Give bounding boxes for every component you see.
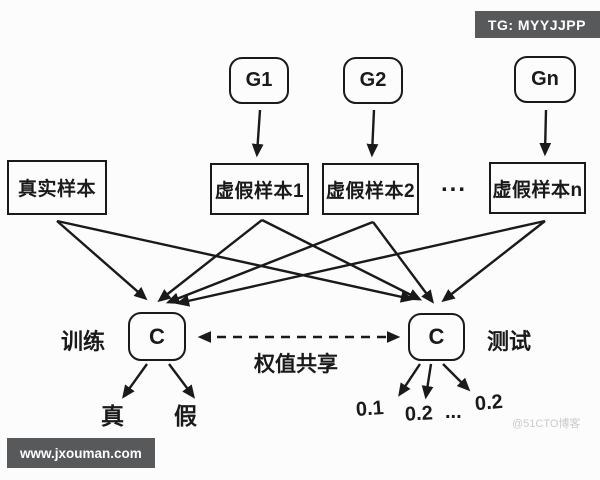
output-score-ellipsis: ... bbox=[445, 401, 462, 423]
edge-real-testc bbox=[56, 219, 415, 303]
classifier-train-box: C bbox=[128, 312, 186, 361]
real-sample-box: 真实样本 bbox=[7, 160, 107, 215]
edge-real-trainc bbox=[56, 220, 148, 301]
edge-fake2-testc bbox=[372, 221, 435, 304]
sample-ellipsis: ... bbox=[441, 170, 468, 197]
classifier-test-box: C bbox=[408, 313, 465, 361]
tg-badge: TG: MYYJJPP bbox=[474, 11, 600, 38]
output-true: 真 bbox=[101, 403, 124, 429]
edge-fake2-trainc bbox=[165, 220, 374, 304]
output-false: 假 bbox=[174, 403, 197, 429]
edge-g1-fake1 bbox=[251, 109, 264, 158]
edge-faken-trainc bbox=[175, 219, 546, 307]
edge-gn-faken bbox=[539, 109, 552, 157]
edge-trainc-false bbox=[168, 363, 196, 399]
output-score-1: 0.1 bbox=[355, 397, 385, 421]
test-label: 测试 bbox=[487, 329, 532, 354]
edge-testc-out1 bbox=[398, 363, 421, 397]
generator-box-g2: G2 bbox=[343, 57, 403, 104]
output-score-2: 0.2 bbox=[404, 402, 434, 426]
edge-testc-outn bbox=[442, 363, 471, 392]
fake-sample-1-box: 虚假样本1 bbox=[210, 163, 309, 215]
edge-faken-testc bbox=[441, 220, 546, 303]
train-label: 训练 bbox=[61, 329, 106, 354]
edge-fake1-testc bbox=[261, 218, 423, 301]
edge-trainc-true bbox=[122, 363, 148, 399]
edge-g2-fake2 bbox=[366, 109, 379, 158]
output-score-n: 0.2 bbox=[474, 390, 504, 416]
generator-box-gn: Gn bbox=[514, 56, 576, 103]
fake-sample-n-box: 虚假样本n bbox=[489, 162, 586, 214]
fake-sample-2-box: 虚假样本2 bbox=[322, 163, 419, 215]
edge-fake1-trainc bbox=[157, 219, 263, 303]
edge-testc-out2 bbox=[421, 363, 434, 400]
generator-box-g1: G1 bbox=[229, 57, 289, 104]
site-badge: www.jxouman.com bbox=[7, 438, 155, 468]
watermark-51cto: @51CTO博客 bbox=[512, 418, 581, 430]
weight-share-label: 权值共享 bbox=[254, 353, 338, 376]
